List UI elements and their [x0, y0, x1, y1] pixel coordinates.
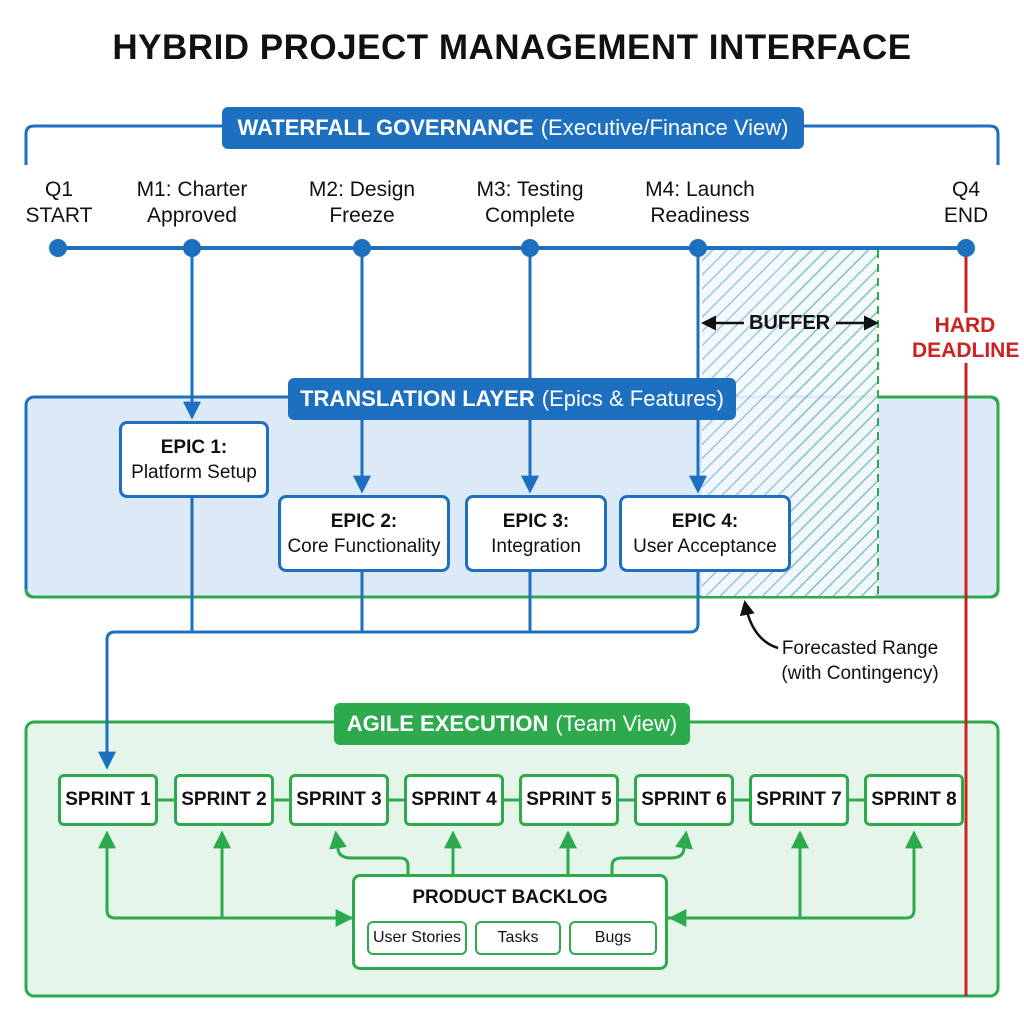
forecast-line2: (with Contingency)	[781, 663, 939, 684]
sprint-card[interactable]: SPRINT 3	[289, 774, 389, 826]
milestone-line2: Complete	[485, 204, 575, 227]
milestone-line1: Q1	[44, 178, 73, 201]
milestone-label: M1: Charter Approved	[117, 177, 267, 229]
buffer-zone-green	[790, 250, 878, 596]
milestone-line1: Q4	[951, 178, 980, 201]
epic-card[interactable]: EPIC 4: User Acceptance	[619, 495, 791, 572]
agile-execution-sublabel: (Team View)	[555, 711, 678, 736]
backlog-chip-bugs[interactable]: Bugs	[569, 921, 657, 955]
milestone-line2: Readiness	[650, 204, 750, 227]
milestone-label: M2: Design Freeze	[287, 177, 437, 229]
sprint-card[interactable]: SPRINT 7	[749, 774, 849, 826]
milestone-dot	[521, 239, 539, 257]
agile-execution-header: AGILE EXECUTION (Team View)	[334, 703, 690, 745]
backlog-to-sprint1	[98, 830, 352, 920]
milestone-line2: Approved	[147, 204, 237, 227]
milestone-line1: M3: Testing	[476, 178, 584, 201]
epic-title: EPIC 4:	[671, 510, 739, 532]
sprint-card[interactable]: SPRINT 2	[174, 774, 274, 826]
waterfall-governance-header: WATERFALL GOVERNANCE (Executive/Finance …	[222, 107, 804, 149]
forecast-line1: Forecasted Range	[781, 638, 939, 659]
product-backlog[interactable]: PRODUCT BACKLOG User Stories Tasks Bugs	[352, 874, 668, 970]
waterfall-governance-sublabel: (Executive/Finance View)	[540, 115, 789, 140]
translation-layer-sublabel: (Epics & Features)	[541, 386, 724, 411]
milestone-dot	[183, 239, 201, 257]
milestone-line2: Freeze	[329, 204, 395, 227]
milestone-dot	[957, 239, 975, 257]
backlog-to-sprint3	[329, 830, 410, 876]
milestone-label: M3: Testing Complete	[455, 177, 605, 229]
translation-layer-label: TRANSLATION LAYER	[300, 386, 535, 411]
product-backlog-title: PRODUCT BACKLOG	[412, 887, 608, 908]
milestone-dots	[49, 239, 975, 257]
milestone-line1: M2: Design	[308, 178, 416, 201]
backlog-chip-user-stories[interactable]: User Stories	[367, 921, 467, 955]
epic-card[interactable]: EPIC 2: Core Functionality	[278, 495, 450, 572]
backlog-chip-tasks[interactable]: Tasks	[475, 921, 561, 955]
backlog-to-sprint6	[610, 830, 693, 876]
agile-execution-label: AGILE EXECUTION	[346, 711, 549, 736]
epic-card[interactable]: EPIC 1: Platform Setup	[119, 421, 269, 498]
epic-name: User Acceptance	[633, 535, 777, 557]
sprint-card[interactable]: SPRINT 8	[864, 774, 964, 826]
epic-name: Integration	[491, 535, 581, 557]
sprint-card[interactable]: SPRINT 1	[58, 774, 158, 826]
sprint-card[interactable]: SPRINT 5	[519, 774, 619, 826]
hard-deadline-line1: HARD	[934, 314, 996, 337]
milestone-line1: M4: Launch	[645, 178, 755, 201]
milestone-dot	[689, 239, 707, 257]
epic-name: Platform Setup	[131, 461, 257, 483]
epic-title: EPIC 2:	[330, 510, 398, 532]
milestone-label: M4: Launch Readiness	[623, 177, 777, 229]
epic-merge-bar	[192, 572, 700, 634]
milestone-dot	[49, 239, 67, 257]
milestone-label: Q1 START	[14, 177, 104, 229]
hard-deadline-label: HARD DEADLINE	[912, 313, 1020, 363]
epic-name: Core Functionality	[287, 535, 441, 557]
translation-band-green-edge	[24, 395, 1000, 599]
epic-card[interactable]: EPIC 3: Integration	[465, 495, 607, 572]
milestone-dot	[353, 239, 371, 257]
epic-merge-line	[98, 498, 194, 770]
epic-title: EPIC 3:	[502, 510, 570, 532]
milestone-line2: END	[943, 204, 989, 227]
sprint-card[interactable]: SPRINT 4	[404, 774, 504, 826]
milestone-line2: START	[25, 204, 93, 227]
milestone-line1: M1: Charter	[136, 178, 248, 201]
forecast-pointer	[739, 600, 779, 650]
forecast-annotation: Forecasted Range (with Contingency)	[770, 636, 950, 686]
translation-layer-header: TRANSLATION LAYER (Epics & Features)	[288, 378, 736, 420]
backlog-to-sprint8	[800, 830, 923, 920]
page-title: HYBRID PROJECT MANAGEMENT INTERFACE	[112, 28, 912, 67]
buffer-label: BUFFER	[749, 312, 831, 334]
waterfall-governance-label: WATERFALL GOVERNANCE	[237, 115, 534, 140]
hard-deadline-line2: DEADLINE	[912, 339, 1020, 362]
epic-title: EPIC 1:	[160, 436, 228, 458]
milestone-label: Q4 END	[926, 177, 1006, 229]
sprint-card[interactable]: SPRINT 6	[634, 774, 734, 826]
